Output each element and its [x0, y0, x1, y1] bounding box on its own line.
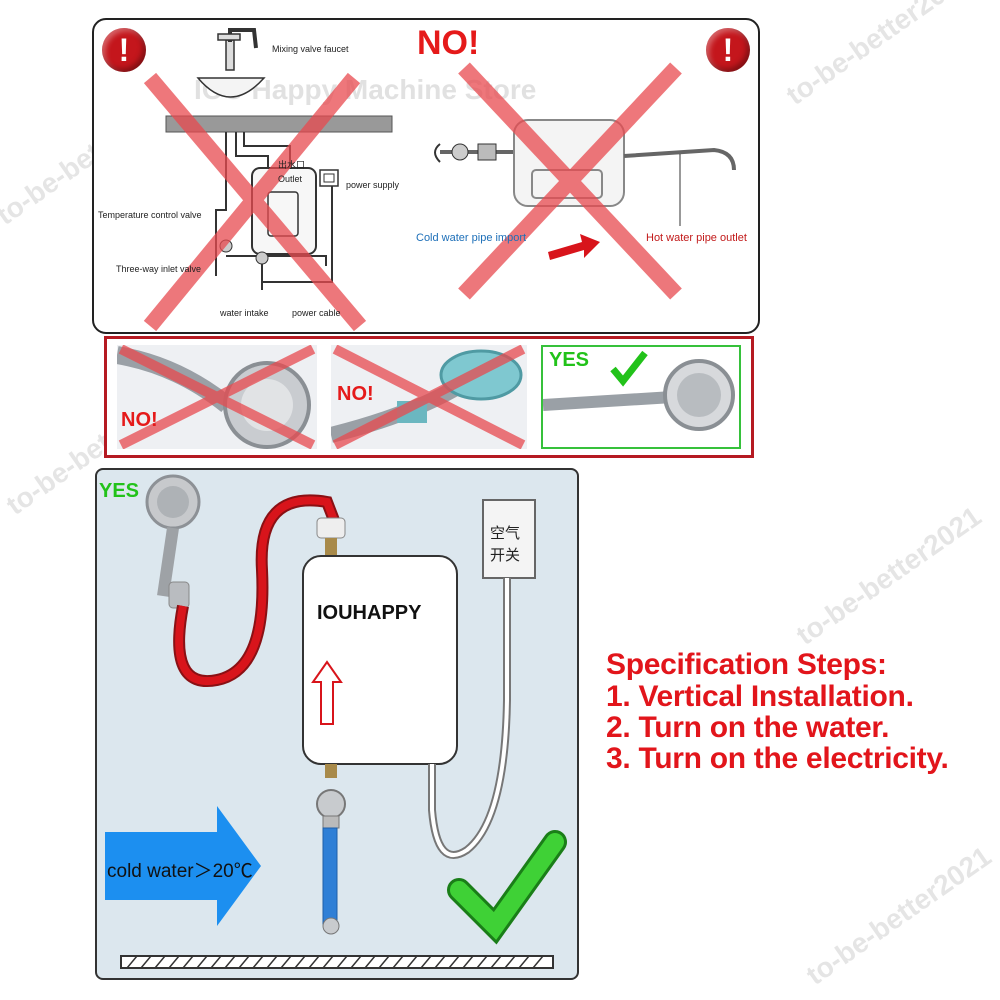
label-outlet: Outlet — [278, 174, 303, 184]
spec-title: Specification Steps: — [606, 648, 887, 681]
label-cold-water-pipe: Cold water pipe import — [416, 232, 527, 244]
counter-top — [165, 115, 393, 133]
shower-option-multi-function: NO! — [117, 345, 317, 449]
label-three-way-valve: Three-way inlet valve — [116, 264, 202, 274]
cold-water-arrow-icon — [105, 806, 261, 926]
shower-head-comparison-panel: NO! NO! YES — [104, 336, 754, 458]
shower-head-icon-2 — [331, 345, 526, 449]
brand-label: IOUHAPPY — [317, 602, 422, 624]
heater-unit — [302, 555, 458, 765]
cold-water-pipe — [322, 827, 338, 925]
yes-label-mid: YES — [549, 349, 590, 371]
shower-head-icon-3 — [543, 350, 735, 431]
spec-step-3: 3. Turn on the electricity. — [606, 742, 949, 775]
inlet-valve — [316, 789, 346, 819]
air-switch-label-2: 开关 — [490, 547, 521, 564]
shower-option-pressurized: NO! — [331, 345, 527, 449]
up-arrow-icon — [311, 660, 343, 725]
label-hot-water-pipe: Hot water pipe outlet — [646, 232, 747, 244]
watermark-2: to-be-better2021 — [780, 0, 977, 111]
air-switch-label-1: 空气 — [490, 525, 521, 542]
spec-step-1: 1. Vertical Installation. — [606, 680, 914, 713]
no-label-1: NO! — [121, 409, 158, 431]
label-mixing-valve: Mixing valve faucet — [272, 44, 349, 54]
spec-step-2: 2. Turn on the water. — [606, 711, 890, 744]
power-supply-box — [319, 169, 339, 187]
cold-water-label: cold water＞20℃ — [107, 861, 253, 882]
outlet-connector — [316, 517, 346, 539]
warning-icon-left: ! — [102, 28, 146, 72]
correct-installation-panel: YES IOUHAPPY 空气 开关 cold water＞20℃ — [95, 468, 579, 980]
incorrect-installation-panel: ! ! NO! IOU Happy Machine Store — [92, 18, 760, 334]
watermark-3: to-be-better2021 — [790, 500, 987, 651]
label-power-cable: power cable — [292, 308, 341, 318]
basin-icon — [196, 77, 266, 98]
no-label-2: NO! — [337, 383, 374, 405]
faucet-icon — [217, 28, 258, 71]
check-icon-small — [610, 350, 648, 387]
floor-hatch — [120, 955, 554, 969]
cross-icon-right — [458, 62, 682, 300]
shower-head-icon — [145, 474, 201, 609]
warning-icon-right: ! — [706, 28, 750, 72]
sink-installation-diagram — [143, 28, 736, 332]
no-heading: NO! — [417, 24, 480, 62]
label-power-supply: power supply — [346, 180, 400, 190]
flow-arrow-icon — [548, 234, 600, 260]
correct-installation-diagram — [105, 474, 567, 969]
shower-option-standard: YES — [541, 345, 741, 449]
shower-head-icon-1 — [117, 345, 316, 449]
label-chinese-outlet: 出水口 — [278, 160, 306, 170]
air-switch-box — [482, 499, 536, 579]
watermark-5: to-be-better2021 — [800, 840, 997, 991]
label-temperature-control: Temperature control valve — [98, 210, 202, 220]
cross-icon-left — [143, 72, 367, 332]
label-water-intake: water intake — [220, 308, 269, 318]
yes-label-bottom: YES — [99, 480, 140, 502]
inlet-valve-icon — [255, 251, 269, 265]
